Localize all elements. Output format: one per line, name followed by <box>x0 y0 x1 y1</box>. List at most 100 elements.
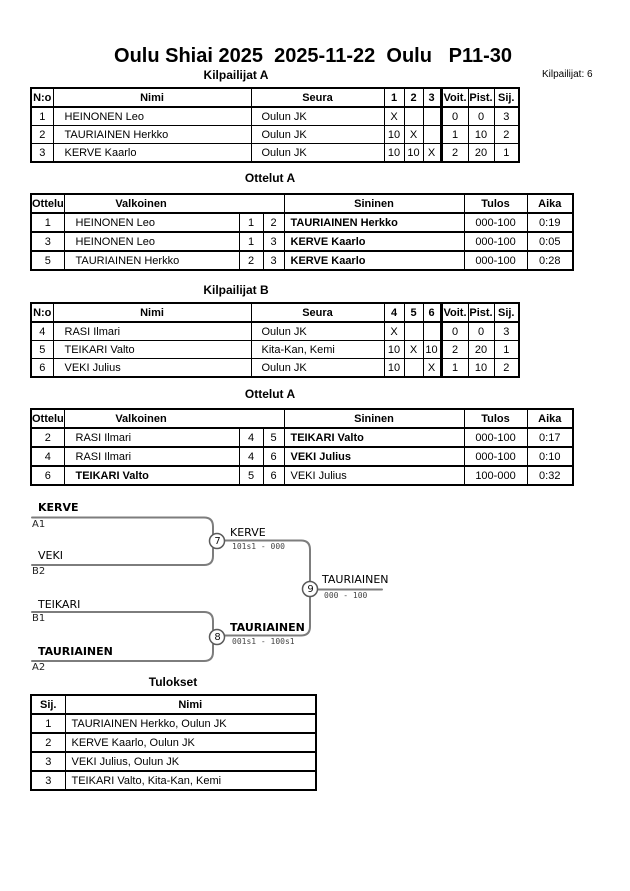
place-cell: 1 <box>493 143 520 163</box>
blue-cell: VEKI Julius <box>283 465 465 486</box>
name-cell: KERVE Kaarlo, Oulun JK <box>64 732 317 753</box>
blue-cell: VEKI Julius <box>283 446 465 467</box>
col-blue: Sininen <box>283 408 465 429</box>
time-cell: 0:17 <box>526 427 574 448</box>
match-8-score: 001s1 - 100s1 <box>232 637 295 646</box>
place-cell: 2 <box>493 358 520 378</box>
points-cell: 0 <box>467 106 495 126</box>
pool-b-heading: Kilpailijat B <box>203 283 269 297</box>
col-r2: 5 <box>403 302 424 323</box>
col-white: Valkoinen <box>63 193 285 214</box>
col-name: Nimi <box>52 302 252 323</box>
name-cell: VEKI Julius, Oulun JK <box>64 751 317 772</box>
no-cell: 2 <box>30 125 54 144</box>
place-cell: 3 <box>30 751 66 772</box>
col-time: Aika <box>526 193 574 214</box>
bracket-line-b1 <box>31 611 214 631</box>
blue-no-cell: 6 <box>262 446 285 467</box>
col-no: N:o <box>30 87 54 108</box>
r3-cell <box>422 321 442 341</box>
match-9-score: 000 - 100 <box>324 591 368 600</box>
bracket-slot-name: KERVE <box>38 501 79 514</box>
r1-cell: 10 <box>383 340 405 359</box>
place-cell: 1 <box>493 340 520 359</box>
col-place: Sij. <box>493 87 520 108</box>
bracket-seed-label: B1 <box>32 613 46 624</box>
white-no-cell: 2 <box>238 250 264 271</box>
blue-no-cell: 3 <box>262 250 285 271</box>
r2-cell <box>403 321 424 341</box>
name-cell: TEIKARI Valto <box>52 340 252 359</box>
r3-cell: 10 <box>422 340 442 359</box>
place-cell: 1 <box>30 713 66 734</box>
header-row: Ottelu Valkoinen Sininen Tulos Aika <box>30 193 574 214</box>
match-7-winner: KERVE <box>230 526 266 539</box>
match-9-winner: TAURIAINEN <box>322 573 389 586</box>
wins-cell: 1 <box>439 125 469 144</box>
wins-cell: 2 <box>439 143 469 163</box>
name-cell: TAURIAINEN Herkko, Oulun JK <box>64 713 317 734</box>
table-row: 1 HEINONEN Leo 1 2 TAURIAINEN Herkko 000… <box>30 212 574 233</box>
time-cell: 0:19 <box>526 212 574 233</box>
match-9-number: 9 <box>307 584 314 595</box>
blue-cell: TAURIAINEN Herkko <box>283 212 465 233</box>
table-row: 3 HEINONEN Leo 1 3 KERVE Kaarlo 000-100 … <box>30 231 574 252</box>
match-7-number: 7 <box>214 536 221 547</box>
r2-cell <box>403 358 424 378</box>
place-cell: 2 <box>493 125 520 144</box>
r3-cell: X <box>422 358 442 378</box>
time-cell: 0:32 <box>526 465 574 486</box>
r1-cell: 10 <box>383 143 405 163</box>
table-row: 1 HEINONEN Leo Oulun JK X 0 0 3 <box>30 106 520 126</box>
white-cell: TAURIAINEN Herkko <box>63 250 240 271</box>
blue-no-cell: 5 <box>262 427 285 448</box>
header-row: N:o Nimi Seura 4 5 6 Voit. Pist. Sij. <box>30 302 520 323</box>
col-r1: 1 <box>383 87 405 108</box>
match-8-number: 8 <box>214 632 221 643</box>
match-no-cell: 2 <box>30 427 65 448</box>
name-cell: KERVE Kaarlo <box>52 143 252 163</box>
club-cell: Oulun JK <box>250 125 385 144</box>
col-name: Nimi <box>64 694 317 715</box>
name-cell: RASI Ilmari <box>52 321 252 341</box>
matches-b-heading: Ottelut A <box>244 387 296 401</box>
points-cell: 20 <box>467 340 495 359</box>
wins-cell: 1 <box>439 358 469 378</box>
club-cell: Oulun JK <box>250 143 385 163</box>
points-cell: 10 <box>467 358 495 378</box>
table-row: 4 RASI Ilmari 4 6 VEKI Julius 000-100 0:… <box>30 446 574 467</box>
table-row: 3 VEKI Julius, Oulun JK <box>30 751 317 772</box>
col-club: Seura <box>250 87 385 108</box>
white-cell: RASI Ilmari <box>63 427 240 448</box>
col-result: Tulos <box>463 408 528 429</box>
match-no-cell: 5 <box>30 250 65 271</box>
table-row: 6 TEIKARI Valto 5 6 VEKI Julius 100-000 … <box>30 465 574 486</box>
no-cell: 5 <box>30 340 54 359</box>
white-cell: HEINONEN Leo <box>63 212 240 233</box>
blue-cell: KERVE Kaarlo <box>283 231 465 252</box>
pool-a-heading: Kilpailijat A <box>203 68 269 82</box>
table-row: 5 TAURIAINEN Herkko 2 3 KERVE Kaarlo 000… <box>30 250 574 271</box>
r1-cell: X <box>383 106 405 126</box>
wins-cell: 0 <box>439 106 469 126</box>
header-row: Ottelu Valkoinen Sininen Tulos Aika <box>30 408 574 429</box>
col-points: Pist. <box>467 87 495 108</box>
name-cell: VEKI Julius <box>52 358 252 378</box>
no-cell: 4 <box>30 321 54 341</box>
table-row: 4 RASI Ilmari Oulun JK X 0 0 3 <box>30 321 520 341</box>
table-row: 1 TAURIAINEN Herkko, Oulun JK <box>30 713 317 734</box>
match-no-cell: 3 <box>30 231 65 252</box>
club-cell: Oulun JK <box>250 321 385 341</box>
bracket-line-a1 <box>31 516 214 535</box>
white-cell: RASI Ilmari <box>63 446 240 467</box>
header-row: Sij. Nimi <box>30 694 317 715</box>
col-club: Seura <box>250 302 385 323</box>
bracket-seed-label: A2 <box>32 662 46 673</box>
col-r3: 6 <box>422 302 442 323</box>
time-cell: 0:10 <box>526 446 574 467</box>
name-cell: HEINONEN Leo <box>52 106 252 126</box>
match-no-cell: 1 <box>30 212 65 233</box>
club-cell: Oulun JK <box>250 358 385 378</box>
table-row: 2 KERVE Kaarlo, Oulun JK <box>30 732 317 753</box>
r2-cell <box>403 106 424 126</box>
